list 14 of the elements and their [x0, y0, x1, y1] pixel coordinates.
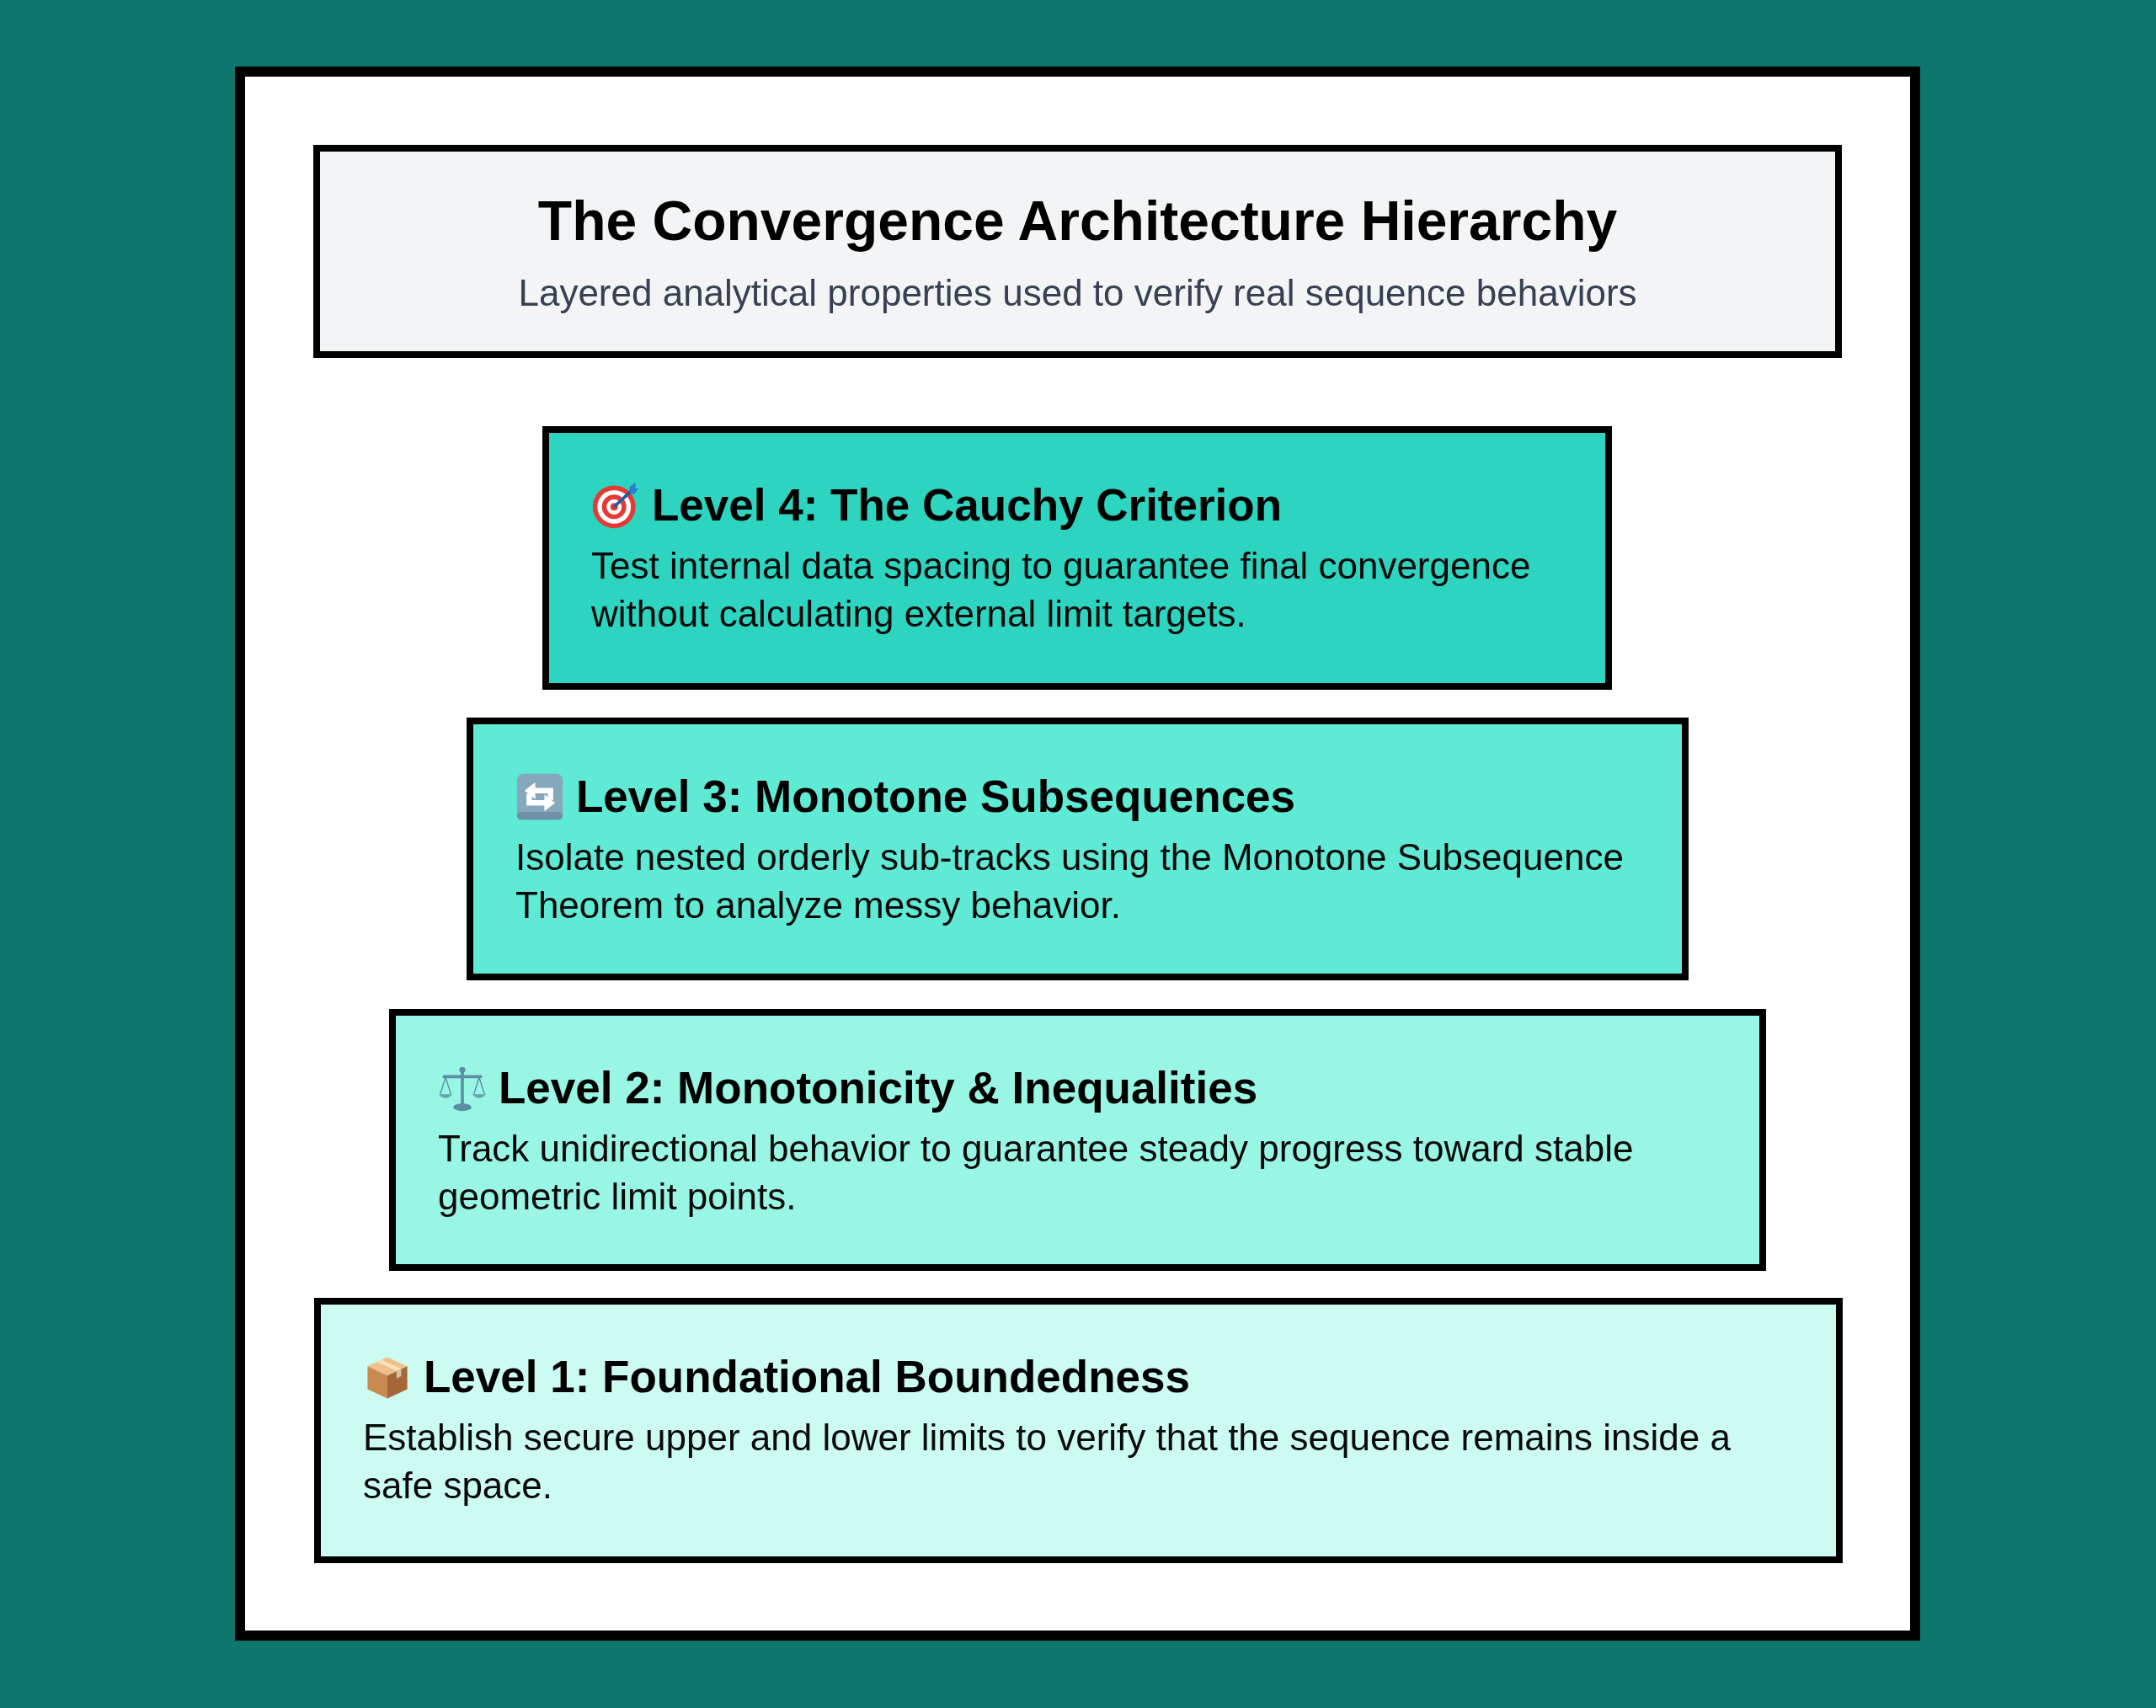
- level-description: Establish secure upper and lower limits to verify that the sequence remains inside a safe space.: [363, 1416, 1732, 1508]
- level-heading: Level 1: Foundational Boundedness: [424, 1352, 1190, 1402]
- level-description: Track unidirectional behavior to guarantee steady progress toward stable geometric limit points.: [438, 1127, 1635, 1219]
- level-box: [314, 1298, 1843, 1563]
- level-description: Test internal data spacing to guarantee final convergence without calculating external limit targets.: [591, 544, 1532, 636]
- level-box: [467, 718, 1689, 980]
- level-description: Isolate nested orderly sub-tracks using the Monotone Subsequence Theorem to analyze messy behavior.: [515, 835, 1625, 927]
- subtitle: Layered analytical properties used to verify real sequence behaviors: [517, 271, 1638, 315]
- level-box: [542, 426, 1612, 690]
- level-heading: Level 2: Monotonicity & Inequalities: [499, 1063, 1258, 1113]
- level-heading: Level 3: Monotone Subsequences: [576, 771, 1296, 822]
- diagram-title: The Convergence Architecture Hierarchy: [536, 189, 1619, 253]
- level-heading: Level 4: The Cauchy Criterion: [652, 480, 1283, 531]
- level-box: [389, 1009, 1766, 1271]
